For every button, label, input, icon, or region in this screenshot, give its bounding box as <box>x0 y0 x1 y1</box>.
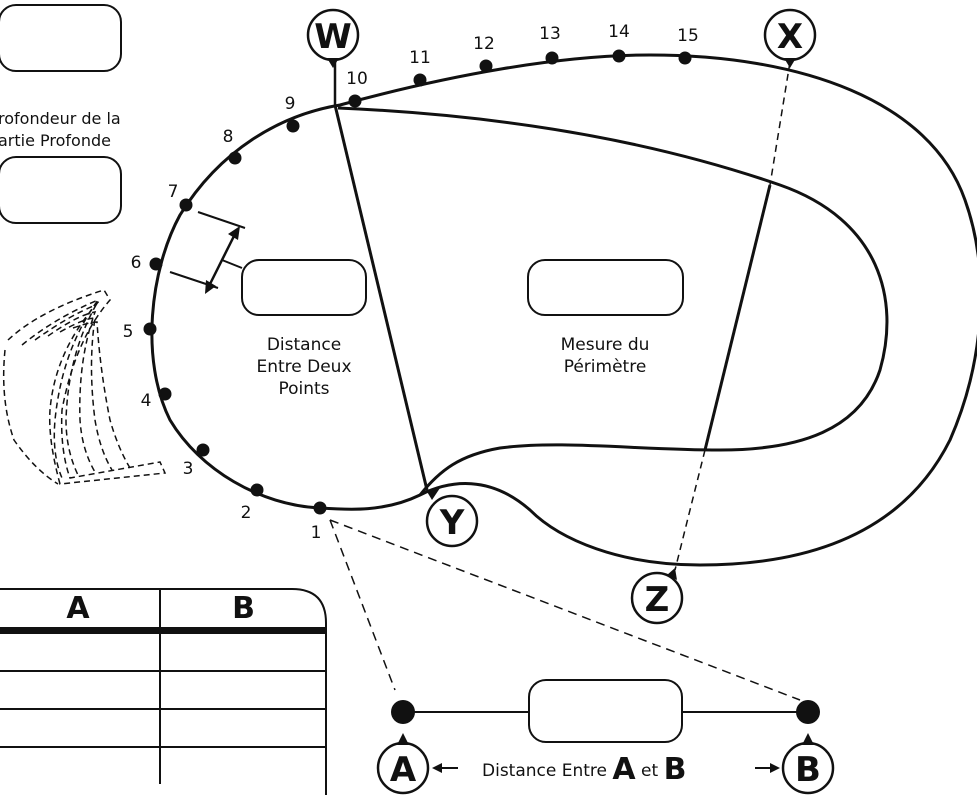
table-row <box>0 670 327 709</box>
point-3 <box>196 443 210 457</box>
w-y-line <box>333 104 429 491</box>
perimeter-label-line2: Périmètre <box>563 357 647 377</box>
point-label-15: 15 <box>677 26 699 46</box>
distance-label-line1: Distance <box>266 335 342 355</box>
marker-z[interactable] <box>630 571 684 625</box>
point-label-2: 2 <box>241 503 252 523</box>
point-11 <box>413 73 427 87</box>
ab-distance-input-box[interactable] <box>528 679 683 743</box>
table-cell-b[interactable] <box>160 708 327 747</box>
point-15 <box>678 51 692 65</box>
point-14 <box>612 49 626 63</box>
marker-b-label: B <box>795 750 821 790</box>
ab-caption-mid: et <box>641 761 659 781</box>
marker-z-label: Z <box>645 580 670 620</box>
point-label-1: 1 <box>311 523 322 543</box>
table-frame <box>0 588 327 795</box>
point-8 <box>228 151 242 165</box>
ab-caption-b: B <box>663 752 687 787</box>
table-cell-b[interactable] <box>160 670 327 709</box>
measurement-table: A B <box>0 589 327 784</box>
depth-input-box[interactable] <box>0 156 122 224</box>
table-cell-a[interactable] <box>0 708 161 747</box>
depth-label-line1: rofondeur de la <box>0 109 121 128</box>
table-row <box>0 746 327 784</box>
table-header-b: B <box>232 590 255 626</box>
perimeter-label-line1: Mesure du <box>560 335 650 355</box>
ab-caption-prefix: Distance Entre <box>482 761 607 781</box>
steps-shape <box>2 289 167 485</box>
perimeter-points <box>143 49 692 515</box>
point-12 <box>479 59 493 73</box>
marker-y-label: Y <box>439 503 465 543</box>
point-2 <box>250 483 264 497</box>
point-10 <box>348 94 362 108</box>
table-header-a: A <box>0 589 161 631</box>
marker-y[interactable] <box>425 494 479 548</box>
point-4 <box>158 387 172 401</box>
point-13 <box>545 51 559 65</box>
ab-distance-caption: Distance Entre A et B <box>482 752 686 787</box>
distance-label-line2: Entre Deux <box>256 357 352 377</box>
point-label-4: 4 <box>141 391 152 411</box>
marker-w-label: W <box>314 17 352 57</box>
top-left-input-box[interactable] <box>0 4 122 72</box>
table-cell-a[interactable] <box>0 627 161 671</box>
point-label-11: 11 <box>409 48 431 68</box>
distance-input-box[interactable] <box>241 259 367 316</box>
point-label-8: 8 <box>223 127 234 147</box>
pool-outline <box>150 53 977 567</box>
point-7 <box>179 198 193 212</box>
point-label-5: 5 <box>123 322 134 342</box>
inner-curve <box>337 106 889 496</box>
x-z-line <box>703 184 772 451</box>
table-cell-b[interactable] <box>160 746 327 784</box>
point-a-dot <box>391 700 415 724</box>
point-1 <box>313 501 327 515</box>
marker-x-label: X <box>777 17 803 57</box>
point-label-6: 6 <box>131 253 142 273</box>
table-row <box>0 708 327 747</box>
table-cell-b[interactable] <box>160 627 327 671</box>
point-label-10: 10 <box>346 69 368 89</box>
marker-a-label: A <box>390 750 417 790</box>
table-cell-a[interactable] <box>0 746 161 784</box>
depth-label: rofondeur de la artie Profonde <box>0 108 121 152</box>
point-label-14: 14 <box>608 22 630 42</box>
depth-label-line2: artie Profonde <box>0 131 111 150</box>
point-label-13: 13 <box>539 24 561 44</box>
perimeter-label: Mesure du Périmètre <box>520 334 690 378</box>
perimeter-input-box[interactable] <box>527 259 684 316</box>
point-label-9: 9 <box>285 94 296 114</box>
point-b-dot <box>796 700 820 724</box>
distance-label: Distance Entre Deux Points <box>232 334 376 400</box>
ab-caption-a: A <box>612 752 636 787</box>
point-6 <box>149 257 163 271</box>
point-9 <box>286 119 300 133</box>
point-5 <box>143 322 157 336</box>
table-row <box>0 627 327 671</box>
distance-label-line3: Points <box>278 379 330 399</box>
point-label-3: 3 <box>183 459 194 479</box>
point-label-7: 7 <box>168 182 179 202</box>
table-cell-a[interactable] <box>0 670 161 709</box>
point-label-12: 12 <box>473 34 495 54</box>
